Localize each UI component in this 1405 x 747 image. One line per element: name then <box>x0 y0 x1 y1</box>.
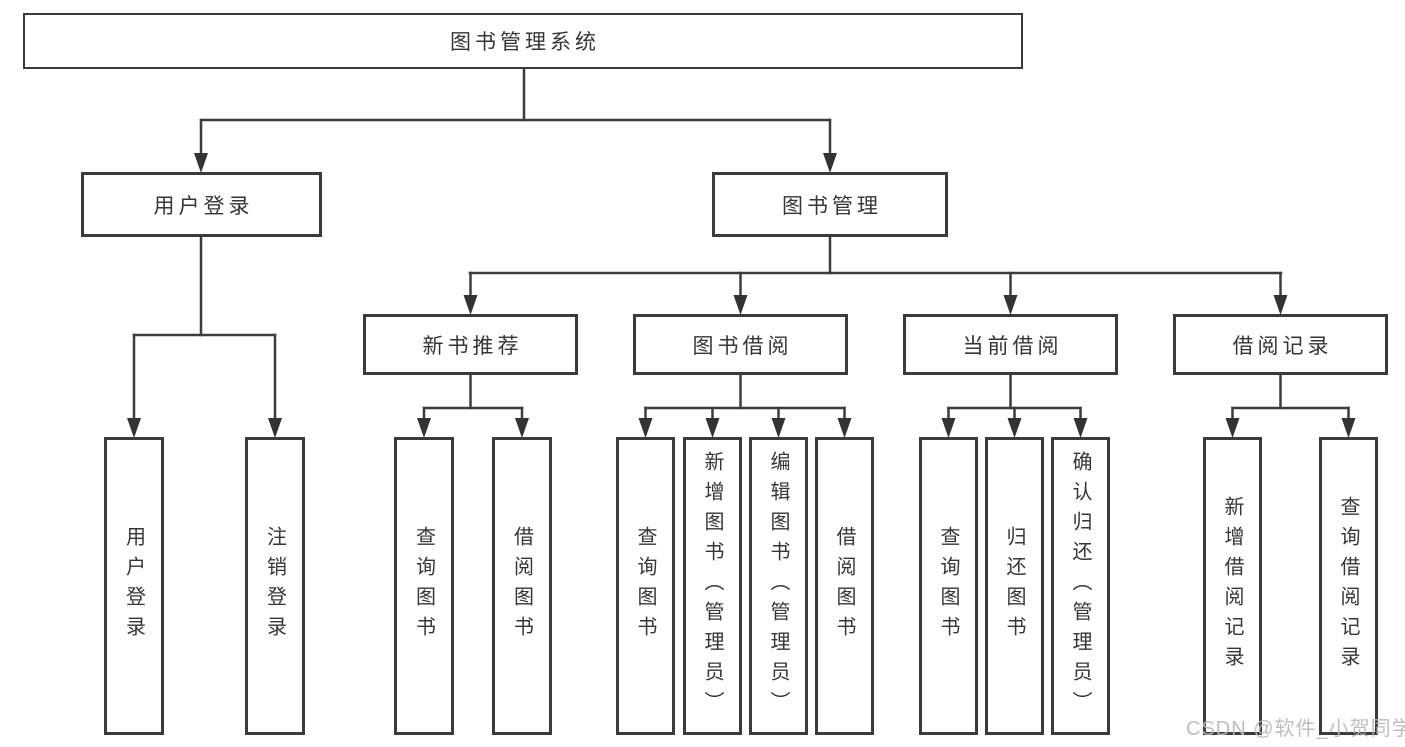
node-label: 用户登录 <box>153 194 254 218</box>
node-label: 新增借阅记录 <box>1221 496 1243 676</box>
leaf-bookborrow-add-books-admin: 新增图书（管理员） <box>683 437 742 735</box>
node-borrow-records: 借阅记录 <box>1173 314 1388 375</box>
leaf-currentborrow-confirm-return-admin: 确认归还（管理员） <box>1051 437 1110 735</box>
node-label: 新增图书（管理员） <box>701 451 723 721</box>
leaf-bookborrow-borrow-books: 借阅图书 <box>815 437 874 735</box>
node-label: 图书管理 <box>782 194 882 218</box>
node-book-mgmt: 图书管理 <box>712 172 948 237</box>
node-label: 图书借阅 <box>692 334 793 358</box>
node-label: 借阅图书 <box>510 526 533 646</box>
connector-book-borrow-to-leaves <box>638 373 852 438</box>
node-label: 用户登录 <box>122 526 145 646</box>
node-label: 新书推荐 <box>422 334 523 358</box>
csdn-watermark: CSDN @软件_小贺同学 <box>1186 718 1405 740</box>
node-label: 确认归还（管理员） <box>1069 451 1091 721</box>
node-label: 编辑图书（管理员） <box>767 451 789 721</box>
node-label: 图书管理系统 <box>450 31 600 54</box>
leaf-currentborrow-return-books: 归还图书 <box>985 437 1044 735</box>
node-new-books: 新书推荐 <box>363 314 578 375</box>
node-user-login: 用户登录 <box>81 172 322 237</box>
leaf-newbooks-borrow-books: 借阅图书 <box>492 437 552 735</box>
node-label: 查询图书 <box>937 526 959 646</box>
node-label: 归还图书 <box>1003 526 1025 646</box>
connector-book-mgmt-to-modules <box>463 235 1288 315</box>
leaf-logout-action: 注销登录 <box>245 437 305 735</box>
node-label: 借阅记录 <box>1232 334 1333 358</box>
leaf-currentborrow-query-books: 查询图书 <box>919 437 978 735</box>
node-label: 查询图书 <box>634 526 656 646</box>
leaf-user-login-action: 用户登录 <box>104 437 164 735</box>
node-book-borrow: 图书借阅 <box>633 314 848 375</box>
connector-borrow-records-to-leaves <box>1225 373 1356 438</box>
connector-root-to-branches <box>194 67 837 173</box>
node-label: 查询图书 <box>412 526 435 646</box>
node-root: 图书管理系统 <box>23 13 1023 69</box>
leaf-records-add-record: 新增借阅记录 <box>1203 437 1262 735</box>
leaf-newbooks-query-books: 查询图书 <box>394 437 454 735</box>
node-label: 查询借阅记录 <box>1337 496 1359 676</box>
node-current-borrow: 当前借阅 <box>903 314 1118 375</box>
node-label: 当前借阅 <box>962 334 1063 358</box>
connector-new-books-to-leaves <box>417 373 529 438</box>
connector-current-borrow-to-leaves <box>941 373 1088 438</box>
node-label: 借阅图书 <box>833 526 855 646</box>
leaf-bookborrow-query-books: 查询图书 <box>616 437 675 735</box>
connector-user-login-to-leaves <box>127 235 282 438</box>
leaf-bookborrow-edit-books-admin: 编辑图书（管理员） <box>749 437 808 735</box>
node-label: 注销登录 <box>263 526 286 646</box>
leaf-records-query-record: 查询借阅记录 <box>1319 437 1378 735</box>
